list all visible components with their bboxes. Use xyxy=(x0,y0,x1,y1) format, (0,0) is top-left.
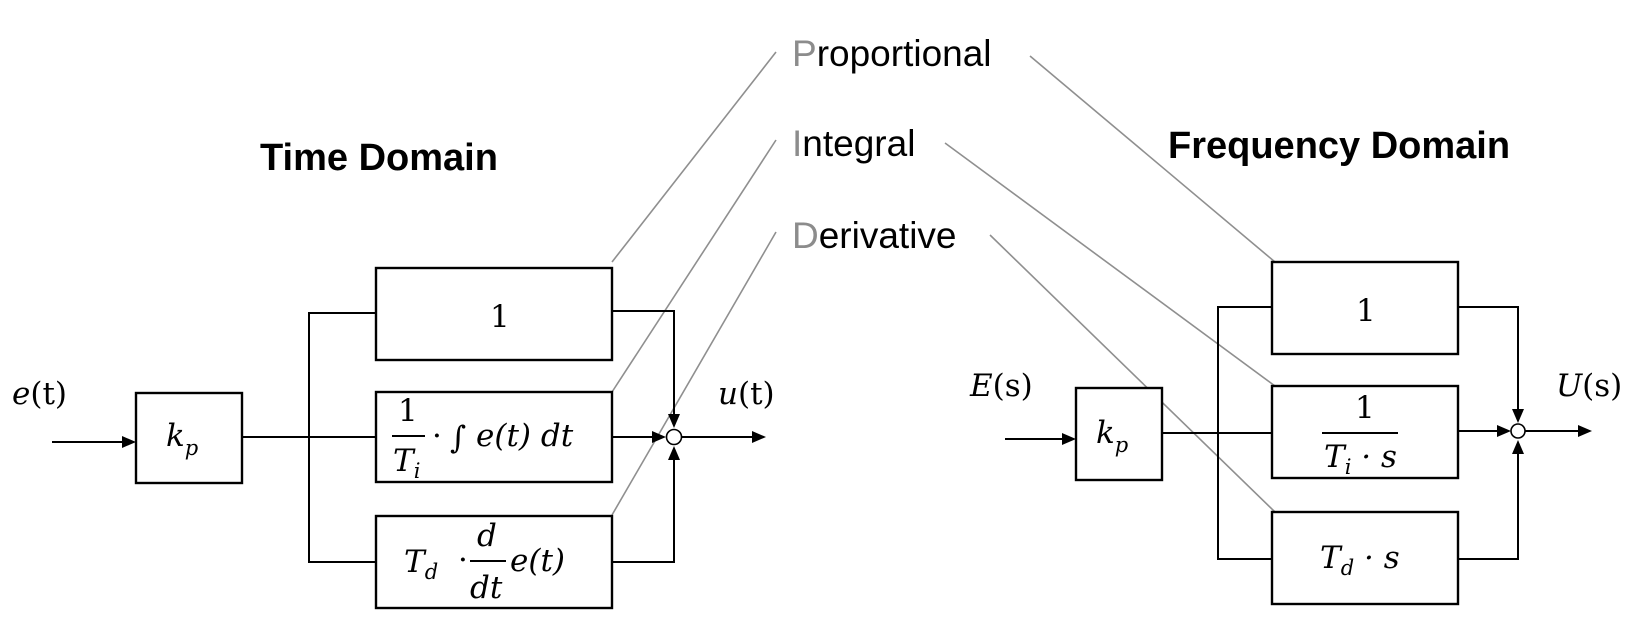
proportional-rest: roportional xyxy=(817,33,992,74)
leader-derivative-frequency xyxy=(989,234,1276,513)
freq-input-arrow xyxy=(1062,433,1076,445)
derivative-term-label: Derivative xyxy=(792,215,957,256)
time-proportional-arrow xyxy=(668,414,680,428)
time-derivative-arrow xyxy=(668,446,680,460)
derivative-rest: erivative xyxy=(819,215,957,256)
freq-integral-den-sub: i xyxy=(1345,455,1352,479)
time-proportional-wire xyxy=(612,310,675,422)
freq-proportional-value: 1 xyxy=(1356,293,1376,329)
freq-gain-base: k xyxy=(1096,415,1115,451)
freq-output-arg: (s) xyxy=(1582,368,1622,404)
freq-derivative-rest: · s xyxy=(1354,540,1399,576)
frequency-domain-title: Frequency Domain xyxy=(1168,125,1510,167)
time-output-label: u(t) xyxy=(718,376,775,412)
leader-proportional-frequency xyxy=(1029,55,1276,263)
time-integral-integrand: e(t) dt xyxy=(476,418,574,454)
time-output-base: u xyxy=(718,376,738,412)
time-derivative-coefficient: Td xyxy=(404,544,438,584)
time-proportional-value: 1 xyxy=(490,299,510,335)
time-domain-diagram: e(t) u(t) kp 1 1 Ti · ∫ e(t) dt Td · d d… xyxy=(12,266,775,610)
time-integral-sign: ∫ xyxy=(450,420,466,456)
leader-integral-time xyxy=(611,139,777,393)
freq-gain-block xyxy=(1074,386,1164,482)
time-output-arg: (t) xyxy=(738,376,775,412)
time-derivative-numerator: d xyxy=(477,518,497,554)
time-input-label: e(t) xyxy=(12,376,67,412)
freq-integral-den-rest: · s xyxy=(1351,439,1396,475)
freq-gain-sub: p xyxy=(1115,433,1128,457)
time-gain-block xyxy=(134,391,244,485)
time-output-arrow xyxy=(752,431,766,443)
time-derivative-function: e(t) xyxy=(510,543,565,579)
freq-derivative-expression: Td · s xyxy=(1320,540,1400,580)
freq-integral-denominator: Ti · s xyxy=(1324,439,1397,479)
freq-gain-label: kp xyxy=(1096,415,1128,457)
freq-integral-den-base: T xyxy=(1324,439,1347,475)
freq-input-label: E(s) xyxy=(969,368,1033,404)
time-derivative-wire xyxy=(612,452,675,563)
time-derivative-dot: · xyxy=(458,542,468,578)
time-proportional-block xyxy=(374,266,614,362)
freq-derivative-wire xyxy=(1458,446,1519,560)
time-gain-base: k xyxy=(166,418,185,454)
integral-rest: ntegral xyxy=(802,123,915,164)
time-integral-denominator: Ti xyxy=(393,443,420,483)
freq-output-arrow xyxy=(1578,425,1592,437)
freq-derivative-arrow xyxy=(1512,440,1524,454)
freq-integral-numerator: 1 xyxy=(1355,390,1375,426)
time-derivative-coef-base: T xyxy=(404,544,427,580)
leader-lines xyxy=(611,51,1276,516)
freq-proportional-arrow xyxy=(1512,409,1524,423)
time-input-arrow xyxy=(122,436,136,448)
time-split-bus xyxy=(308,312,376,563)
leader-proportional-time xyxy=(611,51,777,263)
time-integral-dot: · xyxy=(432,418,442,454)
time-gain-label: kp xyxy=(166,418,198,460)
freq-input-base: E xyxy=(969,368,993,404)
integral-term-label: Integral xyxy=(792,123,915,164)
freq-proportional-block xyxy=(1270,260,1460,356)
leader-integral-frequency xyxy=(944,142,1276,387)
freq-derivative-coef-sub: d xyxy=(1341,556,1354,580)
proportional-initial: P xyxy=(792,33,817,74)
freq-derivative-coef-base: T xyxy=(1320,540,1343,576)
time-domain-title: Time Domain xyxy=(260,137,498,179)
time-derivative-coef-sub: d xyxy=(425,560,438,584)
time-gain-sub: p xyxy=(185,436,198,460)
time-derivative-denominator: dt xyxy=(470,570,503,606)
freq-output-base: U xyxy=(1556,368,1583,404)
freq-derivative-block xyxy=(1270,510,1460,606)
time-integral-den-base: T xyxy=(393,443,416,479)
derivative-initial: D xyxy=(792,215,819,256)
time-integral-numerator: 1 xyxy=(398,393,418,429)
freq-split-bus xyxy=(1217,306,1272,560)
frequency-domain-diagram: E(s) U(s) kp 1 1 Ti · s Td · s xyxy=(969,260,1622,606)
time-input-base: e xyxy=(12,376,30,412)
freq-integral-arrow xyxy=(1497,425,1511,437)
leader-derivative-time xyxy=(611,231,777,516)
freq-summing-junction xyxy=(1510,423,1526,439)
freq-proportional-wire xyxy=(1458,306,1519,417)
proportional-term-label: Proportional xyxy=(792,33,992,74)
time-integral-arrow xyxy=(652,431,666,443)
time-summing-junction xyxy=(665,428,683,446)
time-input-arg: (t) xyxy=(30,376,67,412)
integral-initial: I xyxy=(792,123,802,164)
freq-output-label: U(s) xyxy=(1556,368,1622,404)
time-integral-den-sub: i xyxy=(414,459,421,483)
freq-input-arg: (s) xyxy=(993,368,1033,404)
